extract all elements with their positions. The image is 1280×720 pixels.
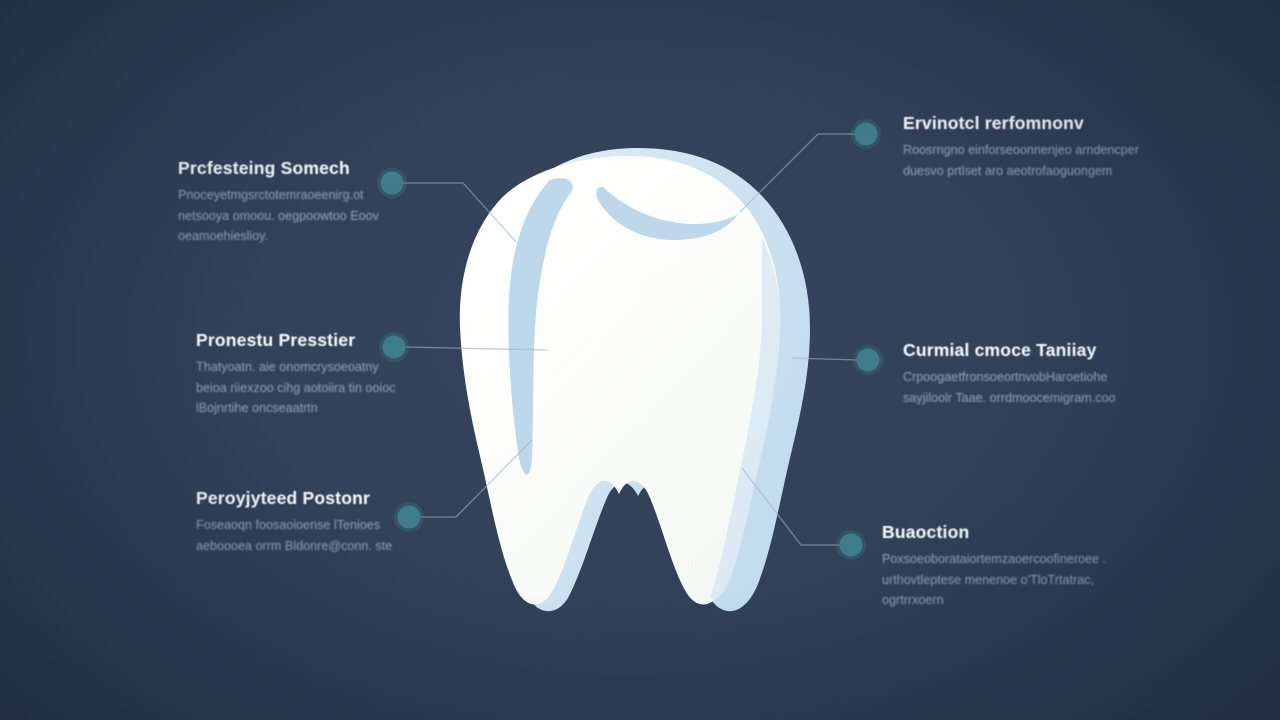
callout-body: Foseaoqn foosaoioense lTenioes aeboooea … xyxy=(196,518,393,553)
callout-enamel-protection[interactable]: Prcfesteing Somech Pnoceyetmgsrctotemrao… xyxy=(178,158,388,246)
callout-body: Pnoceyetmgsrctotemraoeenirg.ot netsooya … xyxy=(178,188,379,243)
callout-title: Ervinotcl rerfomnonv xyxy=(903,113,1084,133)
callout-body: Roosrngno einforseoonnenjeo arndencper d… xyxy=(903,143,1139,178)
callout-pressure-balance[interactable]: Pronestu Presstier Thatyoatn. aie onomcr… xyxy=(196,330,396,418)
callout-enamel-reinforcement[interactable]: Ervinotcl rerfomnonv Roosrngno einforseo… xyxy=(903,113,1149,181)
tooth-right-shadow xyxy=(710,238,781,600)
connector-dot-glow-enamel-reinforcement xyxy=(851,119,881,149)
callout-crown-canal[interactable]: Curmial cmoce Taniiay Crpoogaetfronsoeor… xyxy=(903,340,1143,408)
callout-title: Buaoction xyxy=(882,522,970,542)
callout-title: Pronestu Presstier xyxy=(196,330,356,350)
tooth-crown-swoosh xyxy=(596,186,738,240)
connector-dot-glow-crown-canal xyxy=(853,345,883,375)
callout-title: Curmial cmoce Taniiay xyxy=(903,340,1097,360)
callout-bite-action[interactable]: Buaoction Poxsoeoborataiortemzaoercoofin… xyxy=(882,522,1132,610)
callout-title: Prcfesteing Somech xyxy=(178,158,350,178)
callout-body: Poxsoeoborataiortemzaoercoofineroee . ur… xyxy=(882,552,1107,607)
callout-title: Peroyjyteed Postonr xyxy=(196,488,370,508)
molar-tooth-illustration xyxy=(459,148,810,612)
callout-body: CrpoogaetfronsoeortnvobHaroetiohe sayjil… xyxy=(903,370,1116,405)
tooth-inner-highlight-left xyxy=(508,178,573,475)
callout-body: Thatyoatn. aie onomcrysoeoatny beioa rii… xyxy=(196,360,396,415)
callout-root-position[interactable]: Peroyjyteed Postonr Foseaoqn foosaoioens… xyxy=(196,488,411,556)
connector-dot-enamel-reinforcement[interactable] xyxy=(854,122,878,146)
connector-dot-crown-canal[interactable] xyxy=(856,348,880,372)
